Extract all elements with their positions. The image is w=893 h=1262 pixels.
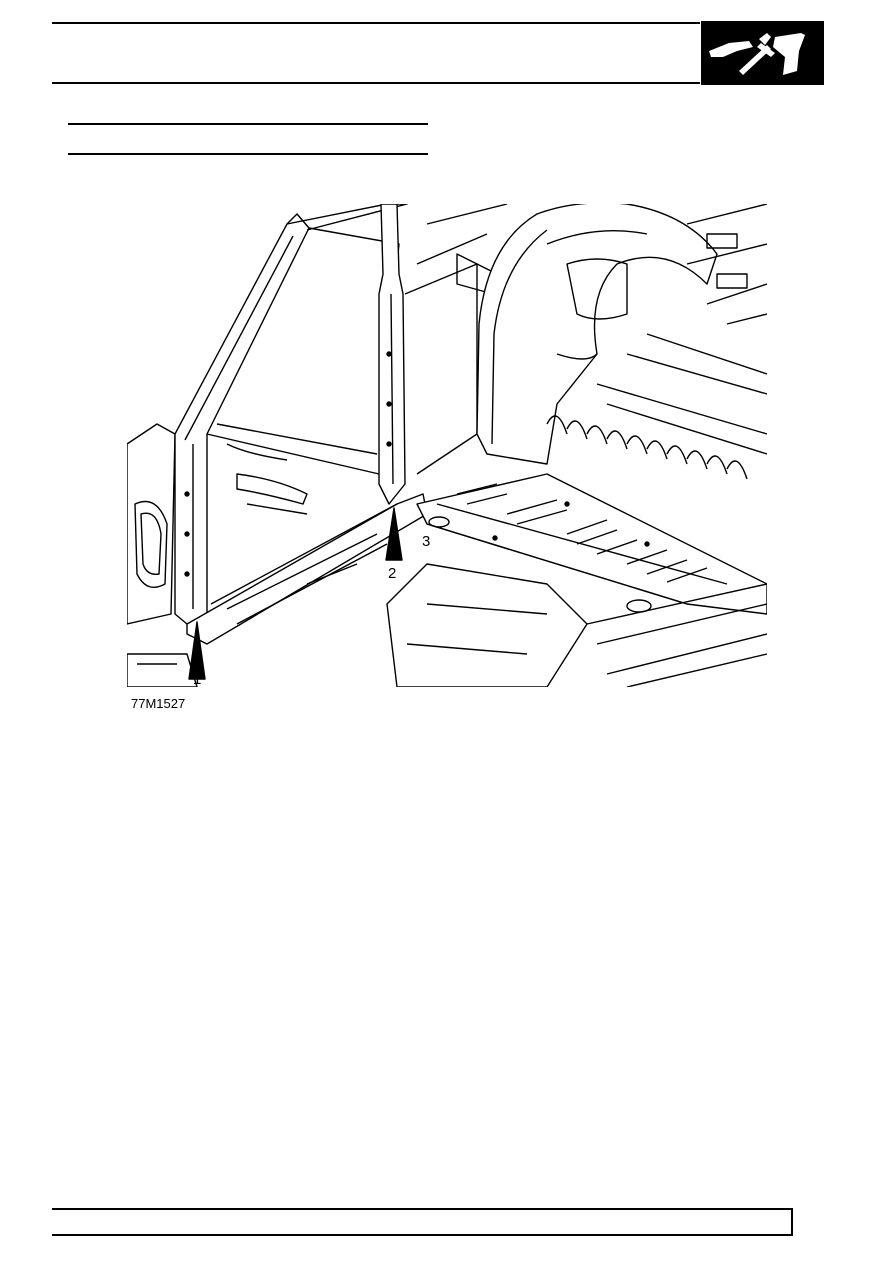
figure-reference: 77M1527 [131, 696, 186, 711]
repair-tools-icon [701, 21, 824, 85]
title-rule-bottom [68, 153, 428, 155]
header-top-rule [52, 22, 700, 24]
header-bottom-rule [52, 82, 700, 84]
footer-rule-box [52, 1208, 793, 1236]
body-shell-illustration [127, 204, 767, 687]
callout-2-label: 2 [388, 565, 397, 582]
callout-1-label: 1 [193, 671, 202, 688]
callout-3-label: 3 [422, 533, 431, 550]
title-rule-top [68, 123, 428, 125]
